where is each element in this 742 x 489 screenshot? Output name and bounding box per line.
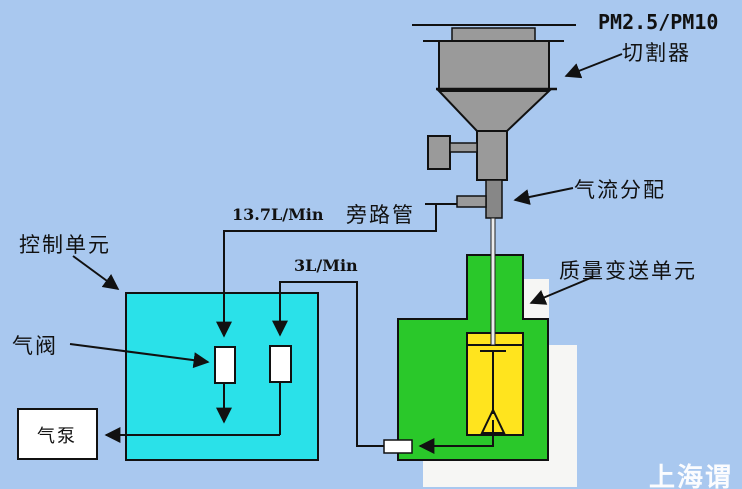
filter-chamber [466, 332, 524, 436]
mass-transmitter-unit-label: 质量变送单元 [559, 259, 697, 283]
air-valve-2 [269, 345, 292, 383]
bypass-pipe-line [216, 204, 437, 338]
control-unit-label: 控制单元 [19, 233, 111, 257]
airflow-pointer-arrow [513, 187, 574, 205]
sample-flow-rate-label: 3L/Min [294, 256, 358, 275]
control-pointer-arrow [72, 255, 120, 290]
bypass-flow-rate-label: 13.7L/Min [232, 205, 324, 224]
air-valve-label: 气阀 [12, 334, 58, 358]
neck-side-block [427, 135, 451, 170]
air-valve-1 [214, 346, 236, 384]
cutter-label-line2: 切割器 [622, 41, 691, 65]
valve-pointer-arrow [69, 343, 210, 369]
sample-pipe-line [272, 281, 384, 447]
mass-pointer-arrow [529, 276, 594, 305]
neck-side-arm [449, 142, 478, 153]
sample-tube [490, 217, 496, 346]
airflow-distribution-label: 气流分配 [574, 178, 666, 202]
cutter-pointer-arrow [564, 53, 623, 79]
watermark: 上海谓教 [649, 463, 734, 489]
bypass-pipe-label: 旁路管 [346, 203, 415, 227]
cutter-cap [451, 27, 536, 42]
air-pump-label: 气泵 [37, 426, 77, 447]
outlet-fitting [383, 439, 413, 454]
air-pump-box [17, 408, 98, 460]
cutter-funnel [436, 90, 552, 132]
cutter-label-line1: PM2.5/PM10 [598, 10, 719, 34]
cutter-body [438, 40, 550, 90]
airflow-distributor [485, 179, 503, 219]
bypass-collar [456, 195, 487, 208]
cutter-neck [476, 130, 508, 181]
